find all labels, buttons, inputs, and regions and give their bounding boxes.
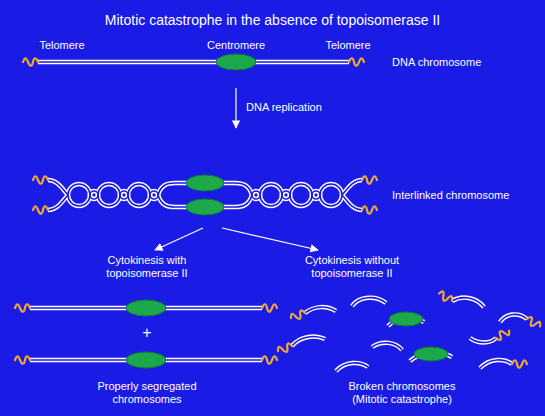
process-arrow <box>155 228 203 250</box>
telomere <box>277 342 294 354</box>
centromere <box>186 175 224 191</box>
centromere <box>186 199 224 215</box>
step-label: Cytokinesis without topoisomerase II <box>299 254 405 280</box>
process-arrow <box>222 228 318 250</box>
part-label: Telomere <box>308 39 388 52</box>
dna-outer <box>30 62 527 371</box>
telomere <box>290 309 307 321</box>
telomere <box>349 58 364 66</box>
centromere <box>389 312 423 326</box>
telomere <box>362 206 377 214</box>
result-label: Broken chromosomes (Mitotic catastrophe) <box>340 380 465 406</box>
telomere <box>362 176 377 184</box>
part-label: Telomere <box>22 39 102 52</box>
part-label: Centromere <box>191 39 281 52</box>
slide-title: Mitotic catastrophe in the absence of to… <box>0 12 545 29</box>
telomere <box>15 304 30 312</box>
stage-label: DNA chromosome <box>392 56 532 69</box>
telomere <box>33 176 48 184</box>
telomere <box>262 356 277 364</box>
stage-label: Interlinked chromosome <box>392 189 542 202</box>
telomere <box>23 58 38 66</box>
telomere <box>525 316 542 330</box>
step-label: DNA replication <box>246 101 366 114</box>
telomere <box>15 356 30 364</box>
telomere <box>262 304 277 312</box>
process-arrow <box>235 88 236 128</box>
result-label: Properly segregated chromosomes <box>87 380 207 406</box>
plus-sign: + <box>132 323 162 342</box>
telomere <box>494 327 511 341</box>
centromere <box>216 54 256 70</box>
telomeres <box>15 58 542 368</box>
centromere <box>414 347 448 361</box>
centromere <box>126 300 166 316</box>
centromere <box>126 352 166 368</box>
step-label: Cytokinesis with topoisomerase II <box>97 254 197 280</box>
dna-inner <box>30 62 527 371</box>
centromeres <box>126 54 448 368</box>
telomere <box>512 360 527 368</box>
telomere <box>437 290 454 304</box>
telomere <box>33 206 48 214</box>
